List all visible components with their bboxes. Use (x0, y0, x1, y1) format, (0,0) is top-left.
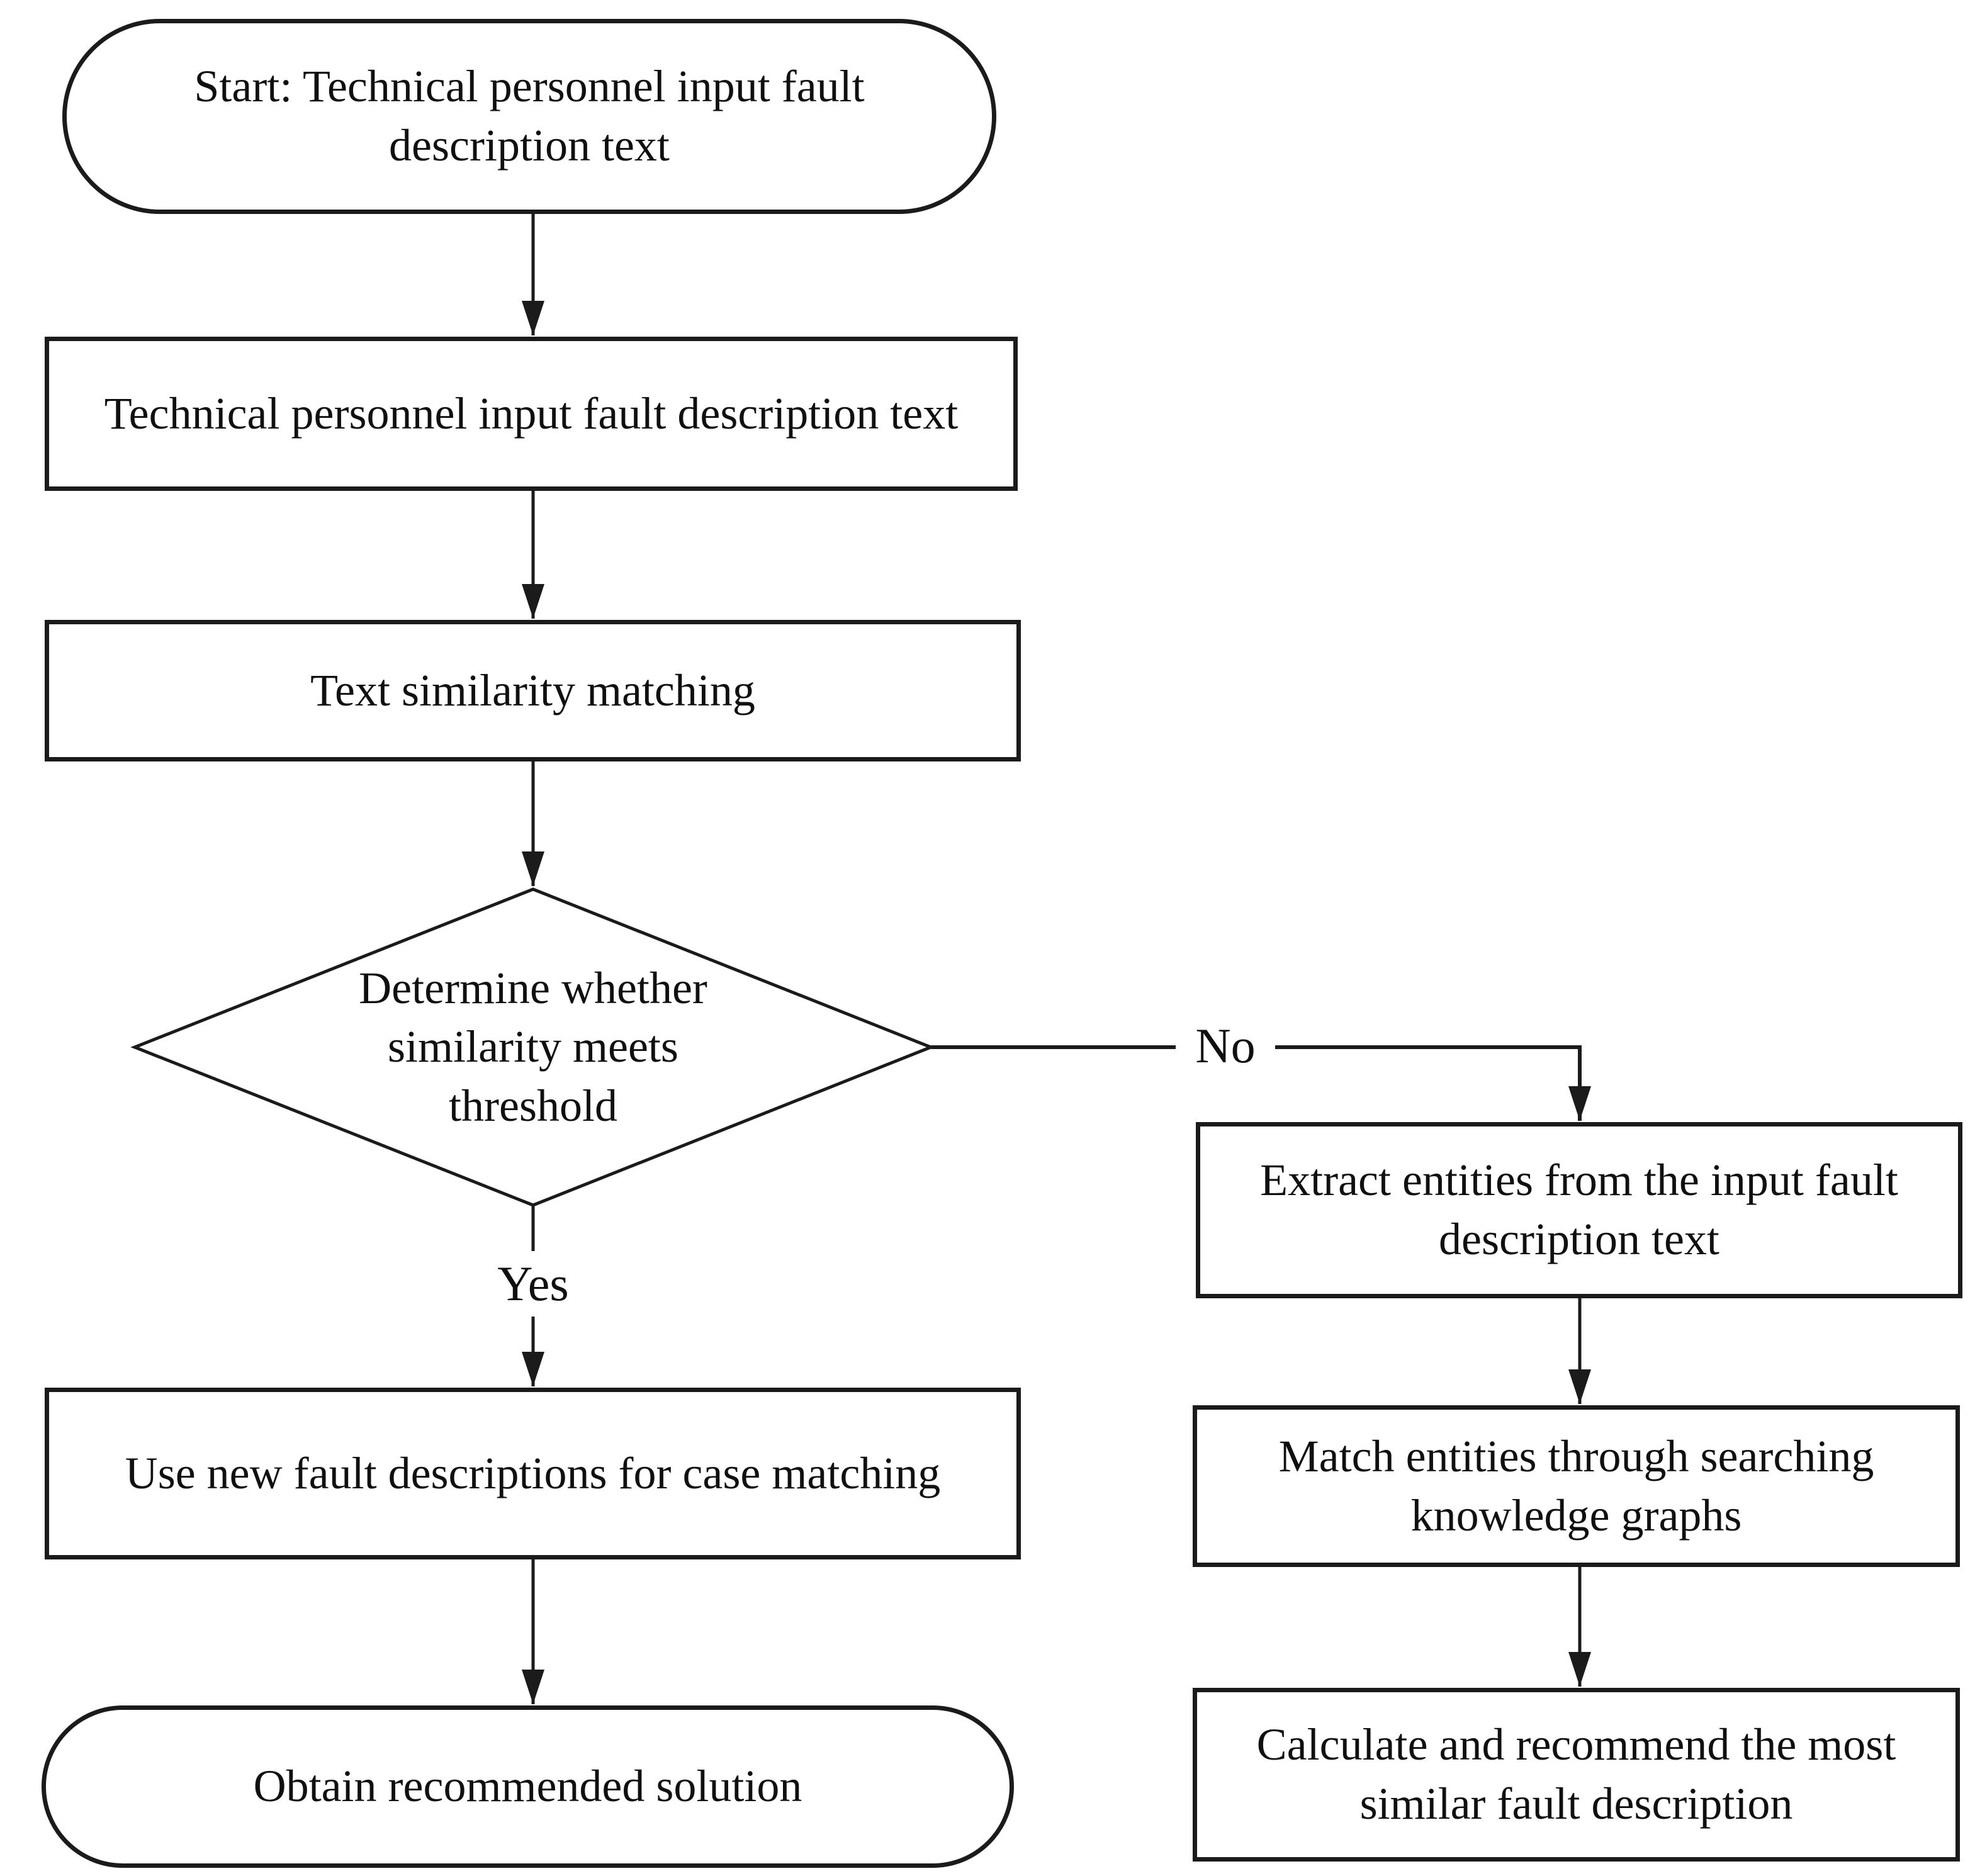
calculate-recommend-node: Calculate and recommend the most similar… (1193, 1688, 1960, 1862)
text-similarity-matching-node: Text similarity matching (45, 620, 1021, 761)
similarity-threshold-decision-node: Determine whether similarity meets thres… (359, 962, 707, 1131)
match-entities-node: Match entities through searching knowled… (1193, 1405, 1960, 1567)
case-matching-node: Use new fault descriptions for case matc… (45, 1388, 1021, 1559)
no-branch-label: No (1178, 1014, 1273, 1077)
recommended-solution-terminator-node: Obtain recommended solution (42, 1705, 1014, 1868)
extract-entities-node: Extract entities from the input fault de… (1196, 1122, 1962, 1298)
edge-no-to-extract (1275, 1045, 1591, 1121)
start-terminator-node: Start: Technical personnel input fault d… (62, 19, 996, 214)
input-fault-text-node: Technical personnel input fault descript… (45, 337, 1018, 491)
yes-branch-label: Yes (463, 1254, 604, 1314)
